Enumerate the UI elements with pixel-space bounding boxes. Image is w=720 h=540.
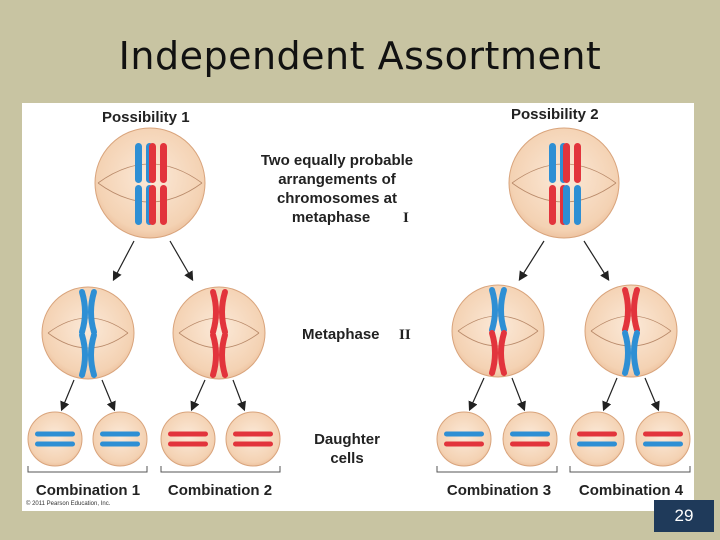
caption-line-2: arrangements of: [278, 171, 397, 188]
possibility-1-label: Possibility 1: [102, 109, 190, 126]
caption-line-4: metaphase: [292, 209, 370, 226]
metaphase-1-caption: Two equally probable arrangements of chr…: [261, 152, 413, 226]
daughter-label-line-2: cells: [330, 450, 363, 467]
cell-metaphase-2-b: [172, 286, 266, 380]
daughter-cell-mixed-3a: [436, 411, 492, 467]
metaphase-2-label: Metaphase: [302, 326, 380, 343]
meiosis-diagram: Possibility 1 Possibility 2 Two equally …: [26, 106, 691, 507]
cell-metaphase-1-left: [94, 127, 206, 239]
daughter-cell-mixed-3b: [502, 411, 558, 467]
daughter-cell-blue-1: [27, 411, 83, 467]
daughter-cell-red-1: [160, 411, 216, 467]
slide-title: Independent Assortment: [118, 34, 602, 78]
cell-metaphase-2-d: [584, 284, 678, 378]
cell-metaphase-1-right: [508, 127, 620, 239]
daughter-cell-mixed-4a: [569, 411, 625, 467]
diagram-panel: Possibility 1 Possibility 2 Two equally …: [22, 103, 694, 511]
cell-metaphase-2-a: [41, 286, 135, 380]
metaphase-2-numeral: II: [399, 327, 411, 343]
possibility-2-label: Possibility 2: [511, 106, 599, 123]
copyright-notice: © 2011 Pearson Education, Inc.: [26, 500, 111, 507]
combination-3-label: Combination 3: [447, 482, 551, 499]
daughter-cell-blue-2: [92, 411, 148, 467]
combination-brackets: [27, 466, 691, 473]
cell-metaphase-2-c: [451, 284, 545, 378]
combination-1-label: Combination 1: [36, 482, 140, 499]
caption-line-1: Two equally probable: [261, 152, 413, 169]
daughter-cell-mixed-4b: [635, 411, 691, 467]
arrows-to-daughter-cells: [60, 377, 660, 412]
arrows-to-metaphase-2: [112, 240, 610, 282]
combination-4-label: Combination 4: [579, 482, 684, 499]
daughter-cell-red-2: [225, 411, 281, 467]
combination-2-label: Combination 2: [168, 482, 272, 499]
caption-line-3: chromosomes at: [277, 190, 397, 207]
page-number-badge: 29: [654, 500, 714, 532]
metaphase-1-numeral: I: [403, 210, 409, 226]
daughter-label-line-1: Daughter: [314, 431, 380, 448]
